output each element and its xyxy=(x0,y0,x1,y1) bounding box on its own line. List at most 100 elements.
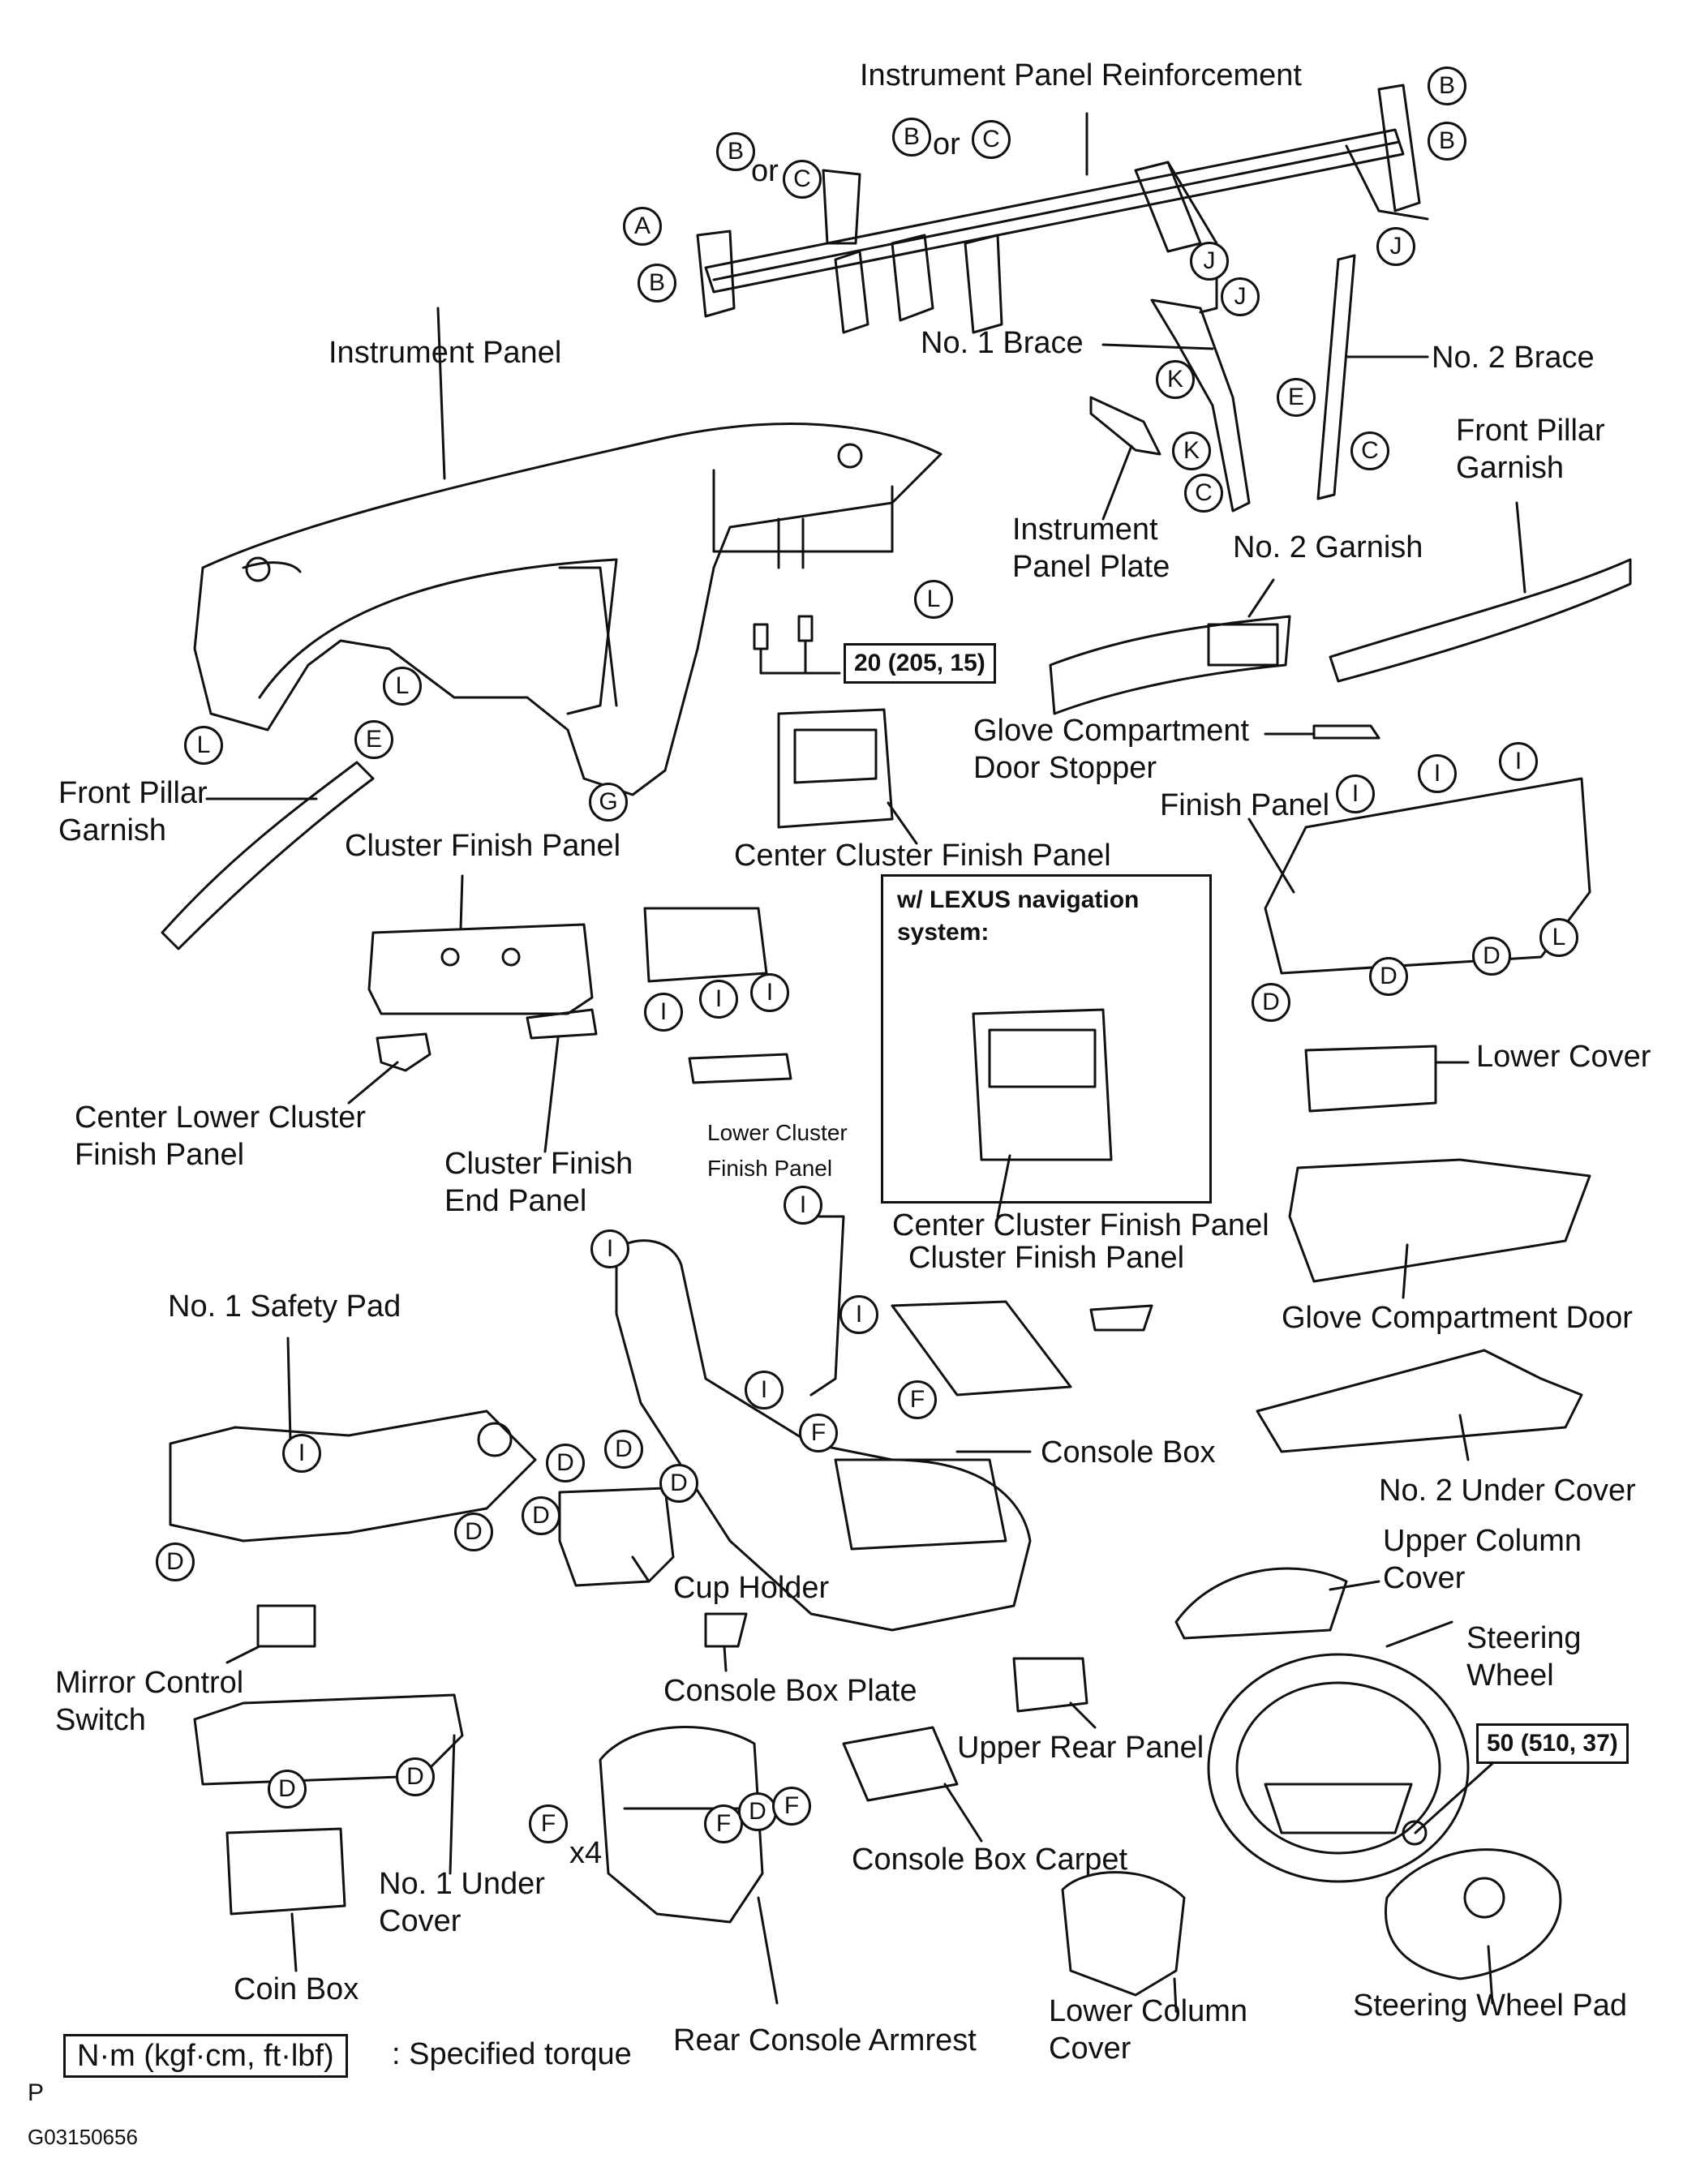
door-stopper-drawing xyxy=(1312,724,1380,740)
ref-marker: I xyxy=(839,1295,878,1334)
nav-center-panel-drawing xyxy=(972,1008,1113,1161)
ref-marker: L xyxy=(1539,918,1578,957)
center-lower-cluster-drawing xyxy=(376,1032,432,1072)
label-lower-cover: Lower Cover xyxy=(1476,1040,1651,1074)
ref-marker: D xyxy=(659,1464,698,1503)
ref-marker: I xyxy=(1336,774,1375,813)
leader-line xyxy=(1101,444,1133,521)
label-glove-compartment-door: Glove Compartment Door xyxy=(1282,1301,1633,1335)
leader-line xyxy=(543,1036,560,1153)
label-x4: x4 xyxy=(569,1836,603,1870)
label-coin-box: Coin Box xyxy=(234,1972,359,2006)
ref-marker: J xyxy=(1190,242,1229,281)
ref-marker: F xyxy=(704,1804,743,1843)
ref-marker: C xyxy=(783,160,822,199)
label-no2-brace: No. 2 Brace xyxy=(1432,341,1595,375)
instrument-panel-plate-drawing xyxy=(1089,396,1161,456)
leader-line xyxy=(757,1896,779,2005)
ref-marker: C xyxy=(972,120,1011,159)
lower-cover-drawing xyxy=(1304,1045,1437,1113)
ref-marker: I xyxy=(784,1186,822,1225)
ref-marker: D xyxy=(1252,983,1290,1022)
label-console-box-plate: Console Box Plate xyxy=(663,1674,917,1708)
nav-inset-title: w/ LEXUS navigation system: xyxy=(897,886,1140,946)
ref-marker: L xyxy=(914,580,953,619)
label-upper-column-cover: Upper Column Cover xyxy=(1383,1524,1582,1595)
leader-line xyxy=(347,1061,399,1105)
label-console-box-carpet: Console Box Carpet xyxy=(852,1843,1128,1877)
ref-marker: D xyxy=(522,1496,560,1535)
reinforcement-beam-drawing xyxy=(696,84,1429,334)
console-small-part-drawing xyxy=(1089,1304,1153,1332)
label-upper-rear-panel: Upper Rear Panel xyxy=(957,1731,1204,1765)
no2-under-cover-drawing xyxy=(1256,1349,1583,1453)
cluster-finish-panel-drawing xyxy=(367,923,594,1015)
ref-marker: I xyxy=(1499,742,1538,781)
ref-marker: I xyxy=(1418,754,1457,793)
leader-line xyxy=(290,1912,298,1972)
ref-marker: I xyxy=(750,973,789,1012)
label-no1-safety-pad: No. 1 Safety Pad xyxy=(168,1289,401,1324)
leader-line xyxy=(449,1734,456,1875)
ref-marker: F xyxy=(799,1414,838,1452)
label-lower-column-cover: Lower Column Cover xyxy=(1049,1994,1247,2066)
leader-line xyxy=(1329,1580,1380,1591)
ref-marker: K xyxy=(1172,431,1211,470)
rear-armrest-drawing xyxy=(599,1726,764,1924)
fastener-drawing xyxy=(753,615,841,675)
ref-marker: B xyxy=(1428,67,1466,105)
leader-line xyxy=(1414,1758,1498,1834)
ref-marker: D xyxy=(546,1444,585,1482)
ref-marker: F xyxy=(772,1787,811,1826)
label-or-1: or xyxy=(751,154,779,188)
ref-marker: B xyxy=(638,264,676,302)
ref-marker: J xyxy=(1221,277,1260,316)
finish-panel-drawing xyxy=(1264,777,1591,975)
console-plate-drawing xyxy=(704,1612,748,1648)
ref-marker: G xyxy=(589,783,628,822)
leader-line xyxy=(1458,1414,1470,1461)
ref-marker: D xyxy=(454,1512,493,1551)
leader-line xyxy=(1515,501,1526,594)
ref-marker: I xyxy=(644,993,683,1032)
ref-marker: I xyxy=(590,1229,629,1268)
ref-marker: F xyxy=(898,1380,937,1419)
center-cluster-finish-panel-drawing xyxy=(777,708,894,829)
ref-marker: I xyxy=(282,1434,321,1473)
label-instrument-panel: Instrument Panel xyxy=(328,336,562,370)
ref-marker: B xyxy=(716,132,755,171)
label-finish-panel: Finish Panel xyxy=(1160,788,1330,822)
lower-column-cover-drawing xyxy=(1061,1871,1186,1997)
ref-marker: D xyxy=(1369,957,1408,996)
leader-line xyxy=(286,1337,292,1441)
instrument-panel-drawing xyxy=(193,307,942,796)
ref-marker: K xyxy=(1156,360,1195,399)
leader-line xyxy=(943,1783,983,1843)
label-instrument-panel-plate: Instrument Panel Plate xyxy=(1012,513,1170,584)
ref-marker: E xyxy=(354,720,393,759)
upper-column-cover-drawing xyxy=(1174,1567,1348,1640)
leader-line xyxy=(887,801,918,845)
leader-line xyxy=(225,1645,261,1664)
footer-p: P xyxy=(28,2079,45,2106)
ref-marker: L xyxy=(383,667,422,706)
leader-line xyxy=(459,874,464,930)
switch-panel-drawing xyxy=(643,907,768,983)
label-steering-wheel-pad: Steering Wheel Pad xyxy=(1353,1989,1627,2023)
cluster-end-panel-drawing xyxy=(526,1008,598,1040)
no2-brace-drawing xyxy=(1316,254,1356,500)
label-no2-under-cover: No. 2 Under Cover xyxy=(1379,1474,1636,1508)
upper-rear-panel-drawing xyxy=(1012,1657,1088,1713)
ref-marker: I xyxy=(699,980,738,1019)
label-cluster-finish-end-panel: Cluster Finish End Panel xyxy=(444,1147,633,1218)
mirror-switch-drawing xyxy=(256,1604,316,1648)
ref-marker: L xyxy=(184,726,223,765)
label-ip-reinforcement: Instrument Panel Reinforcement xyxy=(860,58,1302,92)
front-pillar-garnish-left-drawing xyxy=(161,761,375,950)
no1-brace-drawing xyxy=(1150,298,1251,513)
ref-marker: D xyxy=(156,1543,195,1581)
leader-line xyxy=(1247,817,1295,894)
leader-line xyxy=(1487,1945,1494,2005)
